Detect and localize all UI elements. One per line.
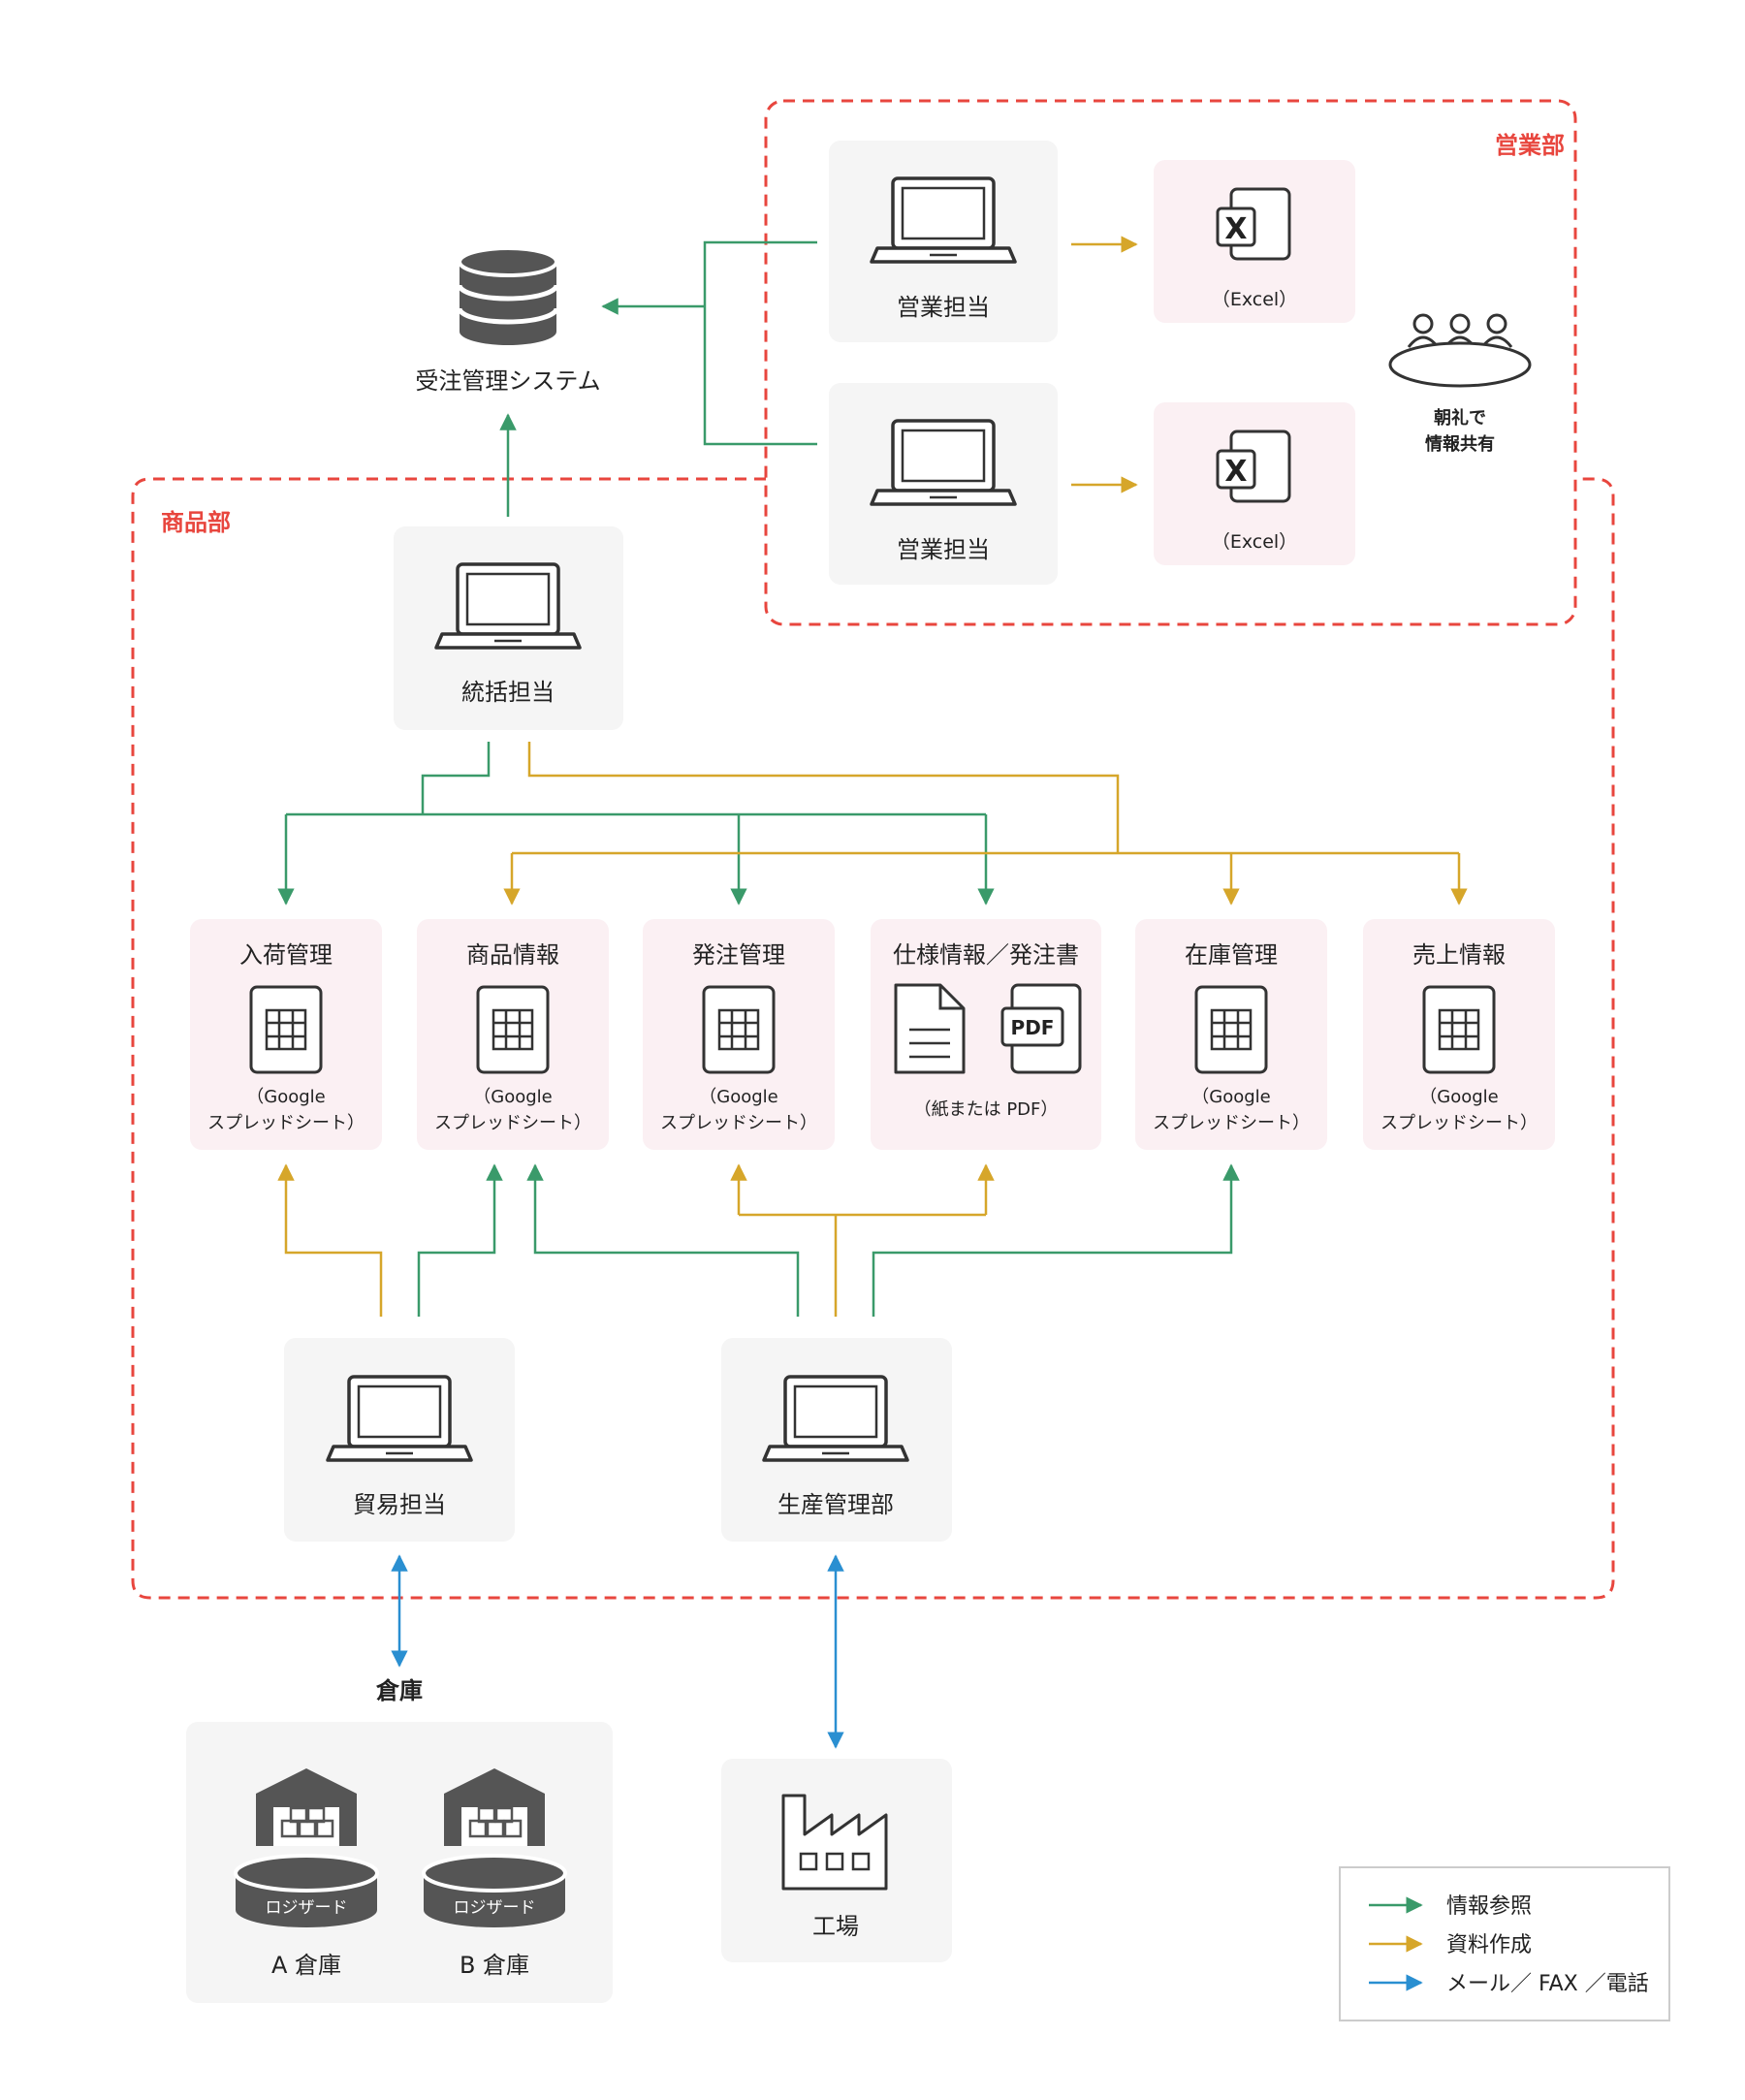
paper-document-icon <box>894 983 966 1074</box>
spreadsheet-icon <box>476 985 550 1074</box>
arrow-production-create <box>739 1213 986 1317</box>
arrows-supervisor-create <box>512 742 1459 855</box>
spreadsheet-icon <box>249 985 323 1074</box>
warehouse-title: 倉庫 <box>375 1677 423 1704</box>
excel-icon: X <box>1216 187 1291 261</box>
doc-type-line1: （Google <box>1191 1087 1270 1107</box>
meeting-label-line2: 情報共有 <box>1425 433 1495 455</box>
arrow-sales-to-ordersystem <box>603 240 817 446</box>
doc-card-spec-po: 仕様情報／発注書 PDF （紙または PDF） <box>871 919 1101 1150</box>
legend-item-contact: メール／ FAX ／電話 <box>1369 1972 1649 1996</box>
meeting-label-line1: 朝礼で <box>1434 407 1486 429</box>
excel-1-label: （Excel） <box>1212 289 1297 310</box>
trade-label: 貿易担当 <box>353 1491 446 1518</box>
arrow-trade-to-arrival <box>277 1163 383 1317</box>
doc-type-line1: （Google <box>473 1087 552 1107</box>
logizard-b-icon: ロジザード <box>422 1854 567 1927</box>
svg-text:資料作成: 資料作成 <box>1446 1933 1532 1957</box>
factory-label: 工場 <box>812 1913 859 1940</box>
legend-item-reference: 情報参照 <box>1369 1894 1532 1919</box>
svg-text:ロジザード: ロジザード <box>454 1898 536 1918</box>
sales-rep-2-label: 営業担当 <box>897 536 990 563</box>
doc-card-arrival: 入荷管理 （Google スプレッドシート） <box>190 919 382 1150</box>
doc-type-line2: スプレッドシート） <box>660 1113 817 1133</box>
doc-title: 商品情報 <box>466 941 559 969</box>
doc-card-order-mgmt: 発注管理 （Google スプレッドシート） <box>643 919 835 1150</box>
svg-text:X: X <box>1224 455 1247 489</box>
doc-type-line2: スプレッドシート） <box>207 1113 365 1133</box>
laptop-icon <box>762 1375 909 1462</box>
pdf-icon: PDF <box>1000 983 1082 1074</box>
svg-text:PDF: PDF <box>1011 1016 1055 1039</box>
svg-text:情報参照: 情報参照 <box>1446 1894 1532 1919</box>
doc-title: 発注管理 <box>692 941 785 969</box>
excel-icon: X <box>1216 430 1291 503</box>
svg-text:X: X <box>1224 212 1247 246</box>
doc-card-inventory: 在庫管理 （Google スプレッドシート） <box>1135 919 1327 1150</box>
warehouse-a-label: A 倉庫 <box>271 1952 341 1979</box>
laptop-icon <box>326 1375 473 1462</box>
warehouse-b-label: B 倉庫 <box>460 1952 529 1979</box>
logizard-a-icon: ロジザード <box>234 1854 379 1927</box>
svg-text:ロジザード: ロジザード <box>266 1898 348 1918</box>
legend-item-create: 資料作成 <box>1369 1933 1532 1957</box>
excel-2-label: （Excel） <box>1212 531 1297 553</box>
doc-title: 仕様情報／発注書 <box>893 941 1079 969</box>
doc-title: 入荷管理 <box>239 941 333 969</box>
doc-card-product-info: 商品情報 （Google スプレッドシート） <box>417 919 609 1150</box>
sales-rep-1-label: 営業担当 <box>897 294 990 321</box>
doc-type-line1: （Google <box>246 1087 325 1107</box>
doc-title: 在庫管理 <box>1185 941 1278 969</box>
doc-title: 売上情報 <box>1412 941 1506 969</box>
arrow-production-to-productinfo <box>526 1163 800 1317</box>
doc-card-sales-info: 売上情報 （Google スプレッドシート） <box>1363 919 1555 1150</box>
arrow-trade-to-productinfo <box>417 1163 503 1317</box>
spreadsheet-icon <box>702 985 776 1074</box>
svg-text:メール／ FAX ／電話: メール／ FAX ／電話 <box>1446 1972 1649 1996</box>
database-icon <box>457 246 559 345</box>
production-label: 生産管理部 <box>777 1491 894 1518</box>
laptop-icon <box>434 562 582 650</box>
sales-dept-label: 営業部 <box>1495 132 1565 159</box>
product-dept-label: 商品部 <box>161 509 231 536</box>
supervisor-label: 統括担当 <box>461 679 555 706</box>
laptop-icon <box>870 419 1017 506</box>
laptop-icon <box>870 176 1017 264</box>
doc-type-line1: （Google <box>1419 1087 1498 1107</box>
doc-type-line1: （紙または PDF） <box>914 1099 1059 1120</box>
meeting-icon <box>1388 313 1532 388</box>
factory-icon <box>781 1794 888 1891</box>
arrows-supervisor-reference <box>286 742 986 816</box>
order-system-label: 受注管理システム <box>415 367 600 395</box>
spreadsheet-icon <box>1194 985 1268 1074</box>
spreadsheet-icon <box>1422 985 1496 1074</box>
doc-type-line2: スプレッドシート） <box>434 1113 591 1133</box>
arrow-production-to-inventory <box>872 1163 1240 1317</box>
doc-type-line1: （Google <box>699 1087 777 1107</box>
doc-type-line2: スプレッドシート） <box>1153 1113 1310 1133</box>
doc-type-line2: スプレッドシート） <box>1380 1113 1538 1133</box>
